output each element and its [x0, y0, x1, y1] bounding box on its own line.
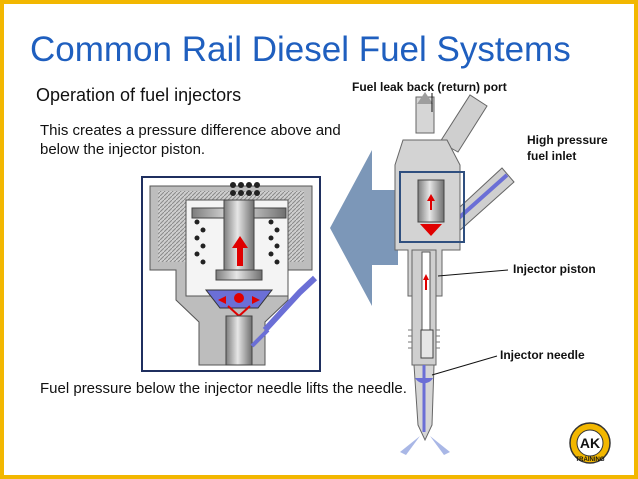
- svg-text:AK: AK: [580, 435, 600, 451]
- page-title: Common Rail Diesel Fuel Systems: [30, 30, 571, 69]
- injector-body: [394, 92, 515, 455]
- lift-arrow-main: [423, 274, 429, 290]
- section-subtitle: Operation of fuel injectors: [36, 85, 242, 105]
- ak-training-logo: AK TRAINING: [569, 422, 611, 464]
- return-port-label: Fuel leak back (return) port: [352, 80, 507, 94]
- injector-piston-label: Injector piston: [513, 262, 596, 276]
- needle-lift-caption: Fuel pressure below the injector needle …: [40, 380, 407, 397]
- hp-inlet-label: High pressure fuel inlet: [527, 133, 608, 163]
- inset-detail: [141, 176, 321, 372]
- lift-arrow-inset: [232, 236, 248, 266]
- zoom-arrow: [330, 150, 398, 306]
- injector-needle-label: Injector needle: [500, 348, 585, 362]
- svg-text:TRAINING: TRAINING: [576, 457, 605, 463]
- pressure-difference-caption: This creates a pressure difference above…: [40, 122, 341, 158]
